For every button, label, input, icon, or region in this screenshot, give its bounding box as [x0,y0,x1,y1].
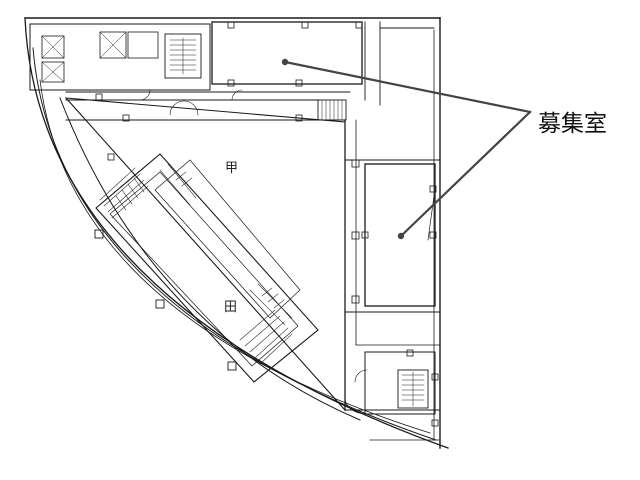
stair-mid-treads [321,99,343,121]
column-s3 [431,419,439,427]
column-r1 [361,231,369,239]
column-d4 [107,153,115,161]
stair-south-block [364,351,436,415]
elevator-2-mark-b [41,61,65,83]
leader-dot-east [397,232,405,240]
column-d1 [94,229,104,239]
elevator-1-mark-b [41,35,65,59]
door-swing-1 [169,100,185,116]
atrium-inner [109,171,299,367]
column-c2 [122,114,130,122]
column-d2 [155,299,165,309]
shaft-room [127,31,159,59]
door-swing-3 [231,89,243,101]
column-e2 [351,231,360,240]
stair-south-treads [401,371,425,407]
leader-line-east [399,110,532,238]
main-hall-outline [64,97,346,412]
column-r3 [429,185,437,193]
column-r2 [429,231,437,239]
stair-mid [317,99,347,121]
stair-south [397,369,429,409]
core-block [29,23,211,91]
leader-dot-north [281,58,289,66]
column-n4 [227,79,235,87]
curved-balcony [59,97,361,421]
column-s1 [406,349,414,357]
room-char-lower: 田 [224,300,237,315]
east-room-door [427,195,435,241]
stair-north [164,33,202,79]
column-e1 [351,159,360,168]
elevator-1 [41,35,65,59]
column-c1 [95,93,103,101]
stair-atrium-upper [99,163,197,219]
room-north [211,21,363,85]
bottom-curve-join [344,399,366,415]
column-n1 [227,21,235,29]
room-char-upper: 甲 [225,161,238,176]
atrium-inner-2 [154,159,301,319]
column-n2 [301,21,309,29]
door-swing-4 [139,89,151,101]
column-n3 [355,21,363,29]
column-d3 [227,361,237,371]
stair-north-treads [169,37,197,75]
column-e3 [351,295,360,304]
elevator-2 [41,61,65,83]
door-swing-south [354,369,368,383]
door-swing-2 [183,100,199,116]
vacancy-label: 募集室 [538,111,607,137]
elevator-3-mark-b [99,31,127,59]
column-n5 [295,79,303,87]
leader-line-north [283,60,532,114]
outer-curved-wall-inner [32,47,437,441]
stair-atrium-lower [239,283,293,365]
outer-curved-wall-inner-2 [39,79,431,434]
atrium-outline [95,153,319,383]
column-s2 [431,373,439,381]
room-east [364,163,436,307]
elevator-3 [99,31,127,59]
